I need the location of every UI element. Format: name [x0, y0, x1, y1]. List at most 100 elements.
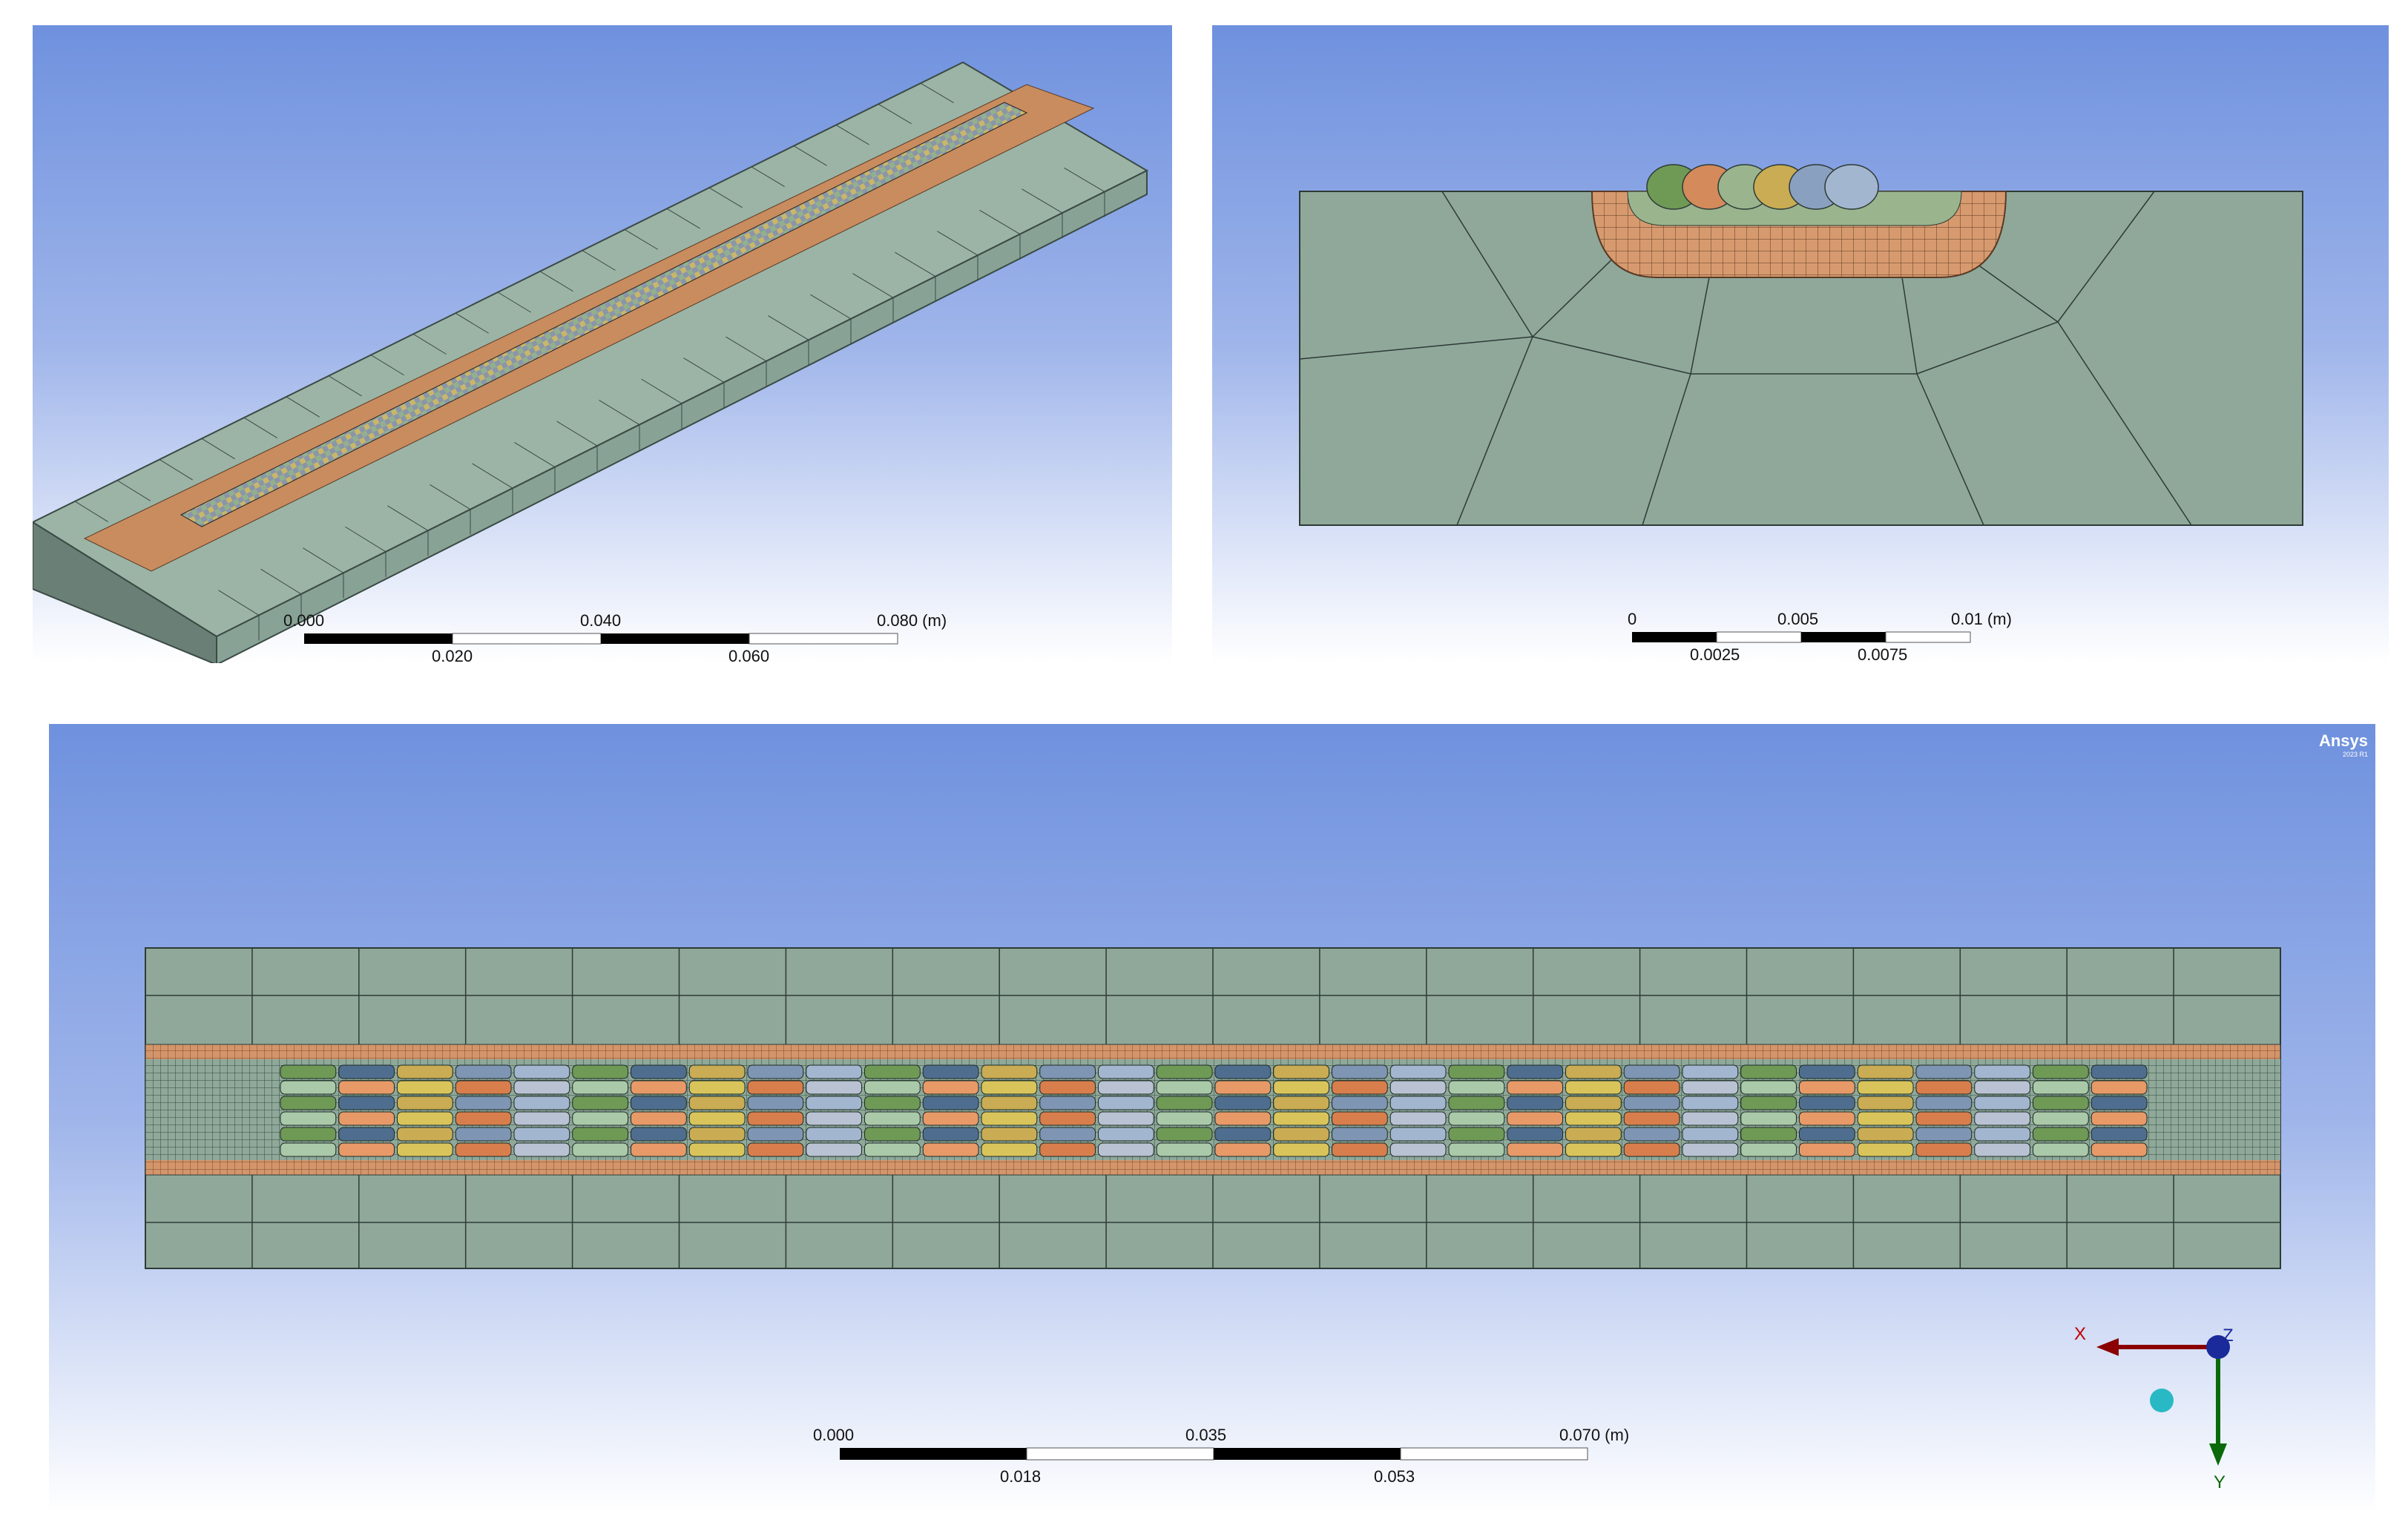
track-segment — [922, 1064, 979, 1079]
iso-grid-line — [286, 396, 320, 418]
iso-grid-line — [1022, 188, 1063, 214]
track-segment — [338, 1111, 395, 1126]
track-segment — [1448, 1142, 1505, 1157]
track-segment — [1623, 1096, 1680, 1110]
iso-scale-label-1: 0.040 — [580, 611, 621, 630]
track-segment — [397, 1111, 453, 1126]
track-segment — [1098, 1096, 1154, 1110]
iso-grid-line — [345, 526, 386, 553]
top-viewport[interactable]: Ansys 2023 R1 0.000 0.035 — [49, 724, 2375, 1515]
track-segment — [1273, 1142, 1329, 1157]
track-segment — [1857, 1142, 1914, 1157]
track-segment — [981, 1111, 1038, 1126]
iso-grid-line — [835, 125, 869, 145]
track-segment — [631, 1080, 687, 1095]
iso-grid-line — [201, 438, 235, 460]
track-segment — [455, 1111, 512, 1126]
track-segment — [1857, 1064, 1914, 1079]
track-segment — [1915, 1111, 1973, 1126]
track-segment — [1682, 1096, 1739, 1110]
front-scale-label-3: 0.0025 — [1690, 645, 1740, 663]
iso-grid-line — [497, 292, 531, 313]
track-segment — [864, 1142, 921, 1157]
track-segment — [1039, 1111, 1096, 1126]
track-segment — [688, 1080, 746, 1095]
track-segment — [1915, 1142, 1973, 1157]
isometric-viewport[interactable]: 0.000 0.040 0.080 (m) 0.020 0.060 — [33, 25, 1172, 663]
track-segment — [688, 1111, 746, 1126]
iso-grid-line — [793, 145, 827, 166]
track-segment — [1214, 1111, 1272, 1126]
track-segment — [806, 1142, 862, 1157]
track-segment — [2090, 1064, 2148, 1079]
top-scale-bar: 0.000 0.035 0.070 (m) 0.018 0.053 — [813, 1426, 1629, 1486]
track-segment — [2033, 1064, 2089, 1079]
track-segment — [280, 1096, 337, 1110]
track-segment — [1507, 1111, 1563, 1126]
track-segment — [922, 1096, 979, 1110]
front-scale-label-0: 0 — [1628, 610, 1636, 628]
track-segment — [631, 1111, 687, 1126]
iso-grid-line — [920, 82, 954, 103]
track-segment — [1740, 1080, 1797, 1095]
iso-grid-line — [74, 501, 108, 522]
track-segment — [1098, 1127, 1154, 1142]
track-segment — [981, 1127, 1038, 1142]
track-segment — [688, 1142, 746, 1157]
track-segment — [981, 1080, 1038, 1095]
track-segment — [1565, 1080, 1622, 1095]
track-segment — [1273, 1111, 1329, 1126]
track-segment — [397, 1142, 453, 1157]
iso-grid-line — [937, 231, 978, 256]
track-segment — [688, 1096, 746, 1110]
iso-grid-line — [328, 375, 362, 397]
track-segment — [747, 1127, 804, 1142]
front-scale-label-4: 0.0075 — [1858, 645, 1907, 663]
track-segment — [631, 1064, 687, 1079]
track-segment — [1156, 1096, 1213, 1110]
track-segment — [806, 1111, 862, 1126]
track-segment — [455, 1142, 512, 1157]
isometric-mesh-canvas: 0.000 0.040 0.080 (m) 0.020 0.060 — [33, 61, 1149, 663]
track-segment — [922, 1142, 979, 1157]
track-segment — [1682, 1127, 1739, 1142]
track-segment — [922, 1080, 979, 1095]
iso-grid-line — [852, 273, 894, 298]
track-segment — [1156, 1064, 1213, 1079]
axis-triad[interactable]: X Y Z — [2074, 1324, 2234, 1492]
track-segment — [2090, 1111, 2148, 1126]
track-segment — [1857, 1080, 1914, 1095]
track-segment — [1799, 1096, 1855, 1110]
track-segment — [1799, 1142, 1855, 1157]
track-segment — [1156, 1127, 1213, 1142]
track-segment — [1214, 1064, 1272, 1079]
track-segment — [572, 1142, 628, 1157]
front-viewport[interactable]: 0 0.005 0.01 (m) 0.0025 0.0075 — [1212, 25, 2389, 663]
track-segment — [1448, 1064, 1505, 1079]
track-segment — [631, 1127, 687, 1142]
track-segment — [864, 1080, 921, 1095]
iso-grid-line — [260, 568, 302, 595]
track-segment — [1214, 1127, 1272, 1142]
iso-grid-line — [683, 358, 725, 383]
track-segment — [1448, 1096, 1505, 1110]
track-segment — [280, 1111, 337, 1126]
track-segment — [280, 1080, 337, 1095]
track-segment — [1565, 1127, 1622, 1142]
track-segment — [1915, 1064, 1973, 1079]
rotation-center-icon — [2150, 1389, 2174, 1412]
track-segment — [1857, 1127, 1914, 1142]
iso-grid-line — [979, 209, 1021, 235]
track-segment — [1448, 1111, 1505, 1126]
track-segment — [338, 1127, 395, 1142]
track-segment — [397, 1127, 453, 1142]
track-segment — [1974, 1127, 2030, 1142]
track-segment — [280, 1127, 337, 1142]
track-segment — [513, 1127, 570, 1142]
track-segment — [280, 1064, 337, 1079]
iso-grid-line — [370, 355, 404, 376]
iso-grid-line — [387, 505, 429, 531]
track-segment — [1974, 1096, 2030, 1110]
track-segment — [1156, 1111, 1213, 1126]
track-segment — [1565, 1064, 1622, 1079]
